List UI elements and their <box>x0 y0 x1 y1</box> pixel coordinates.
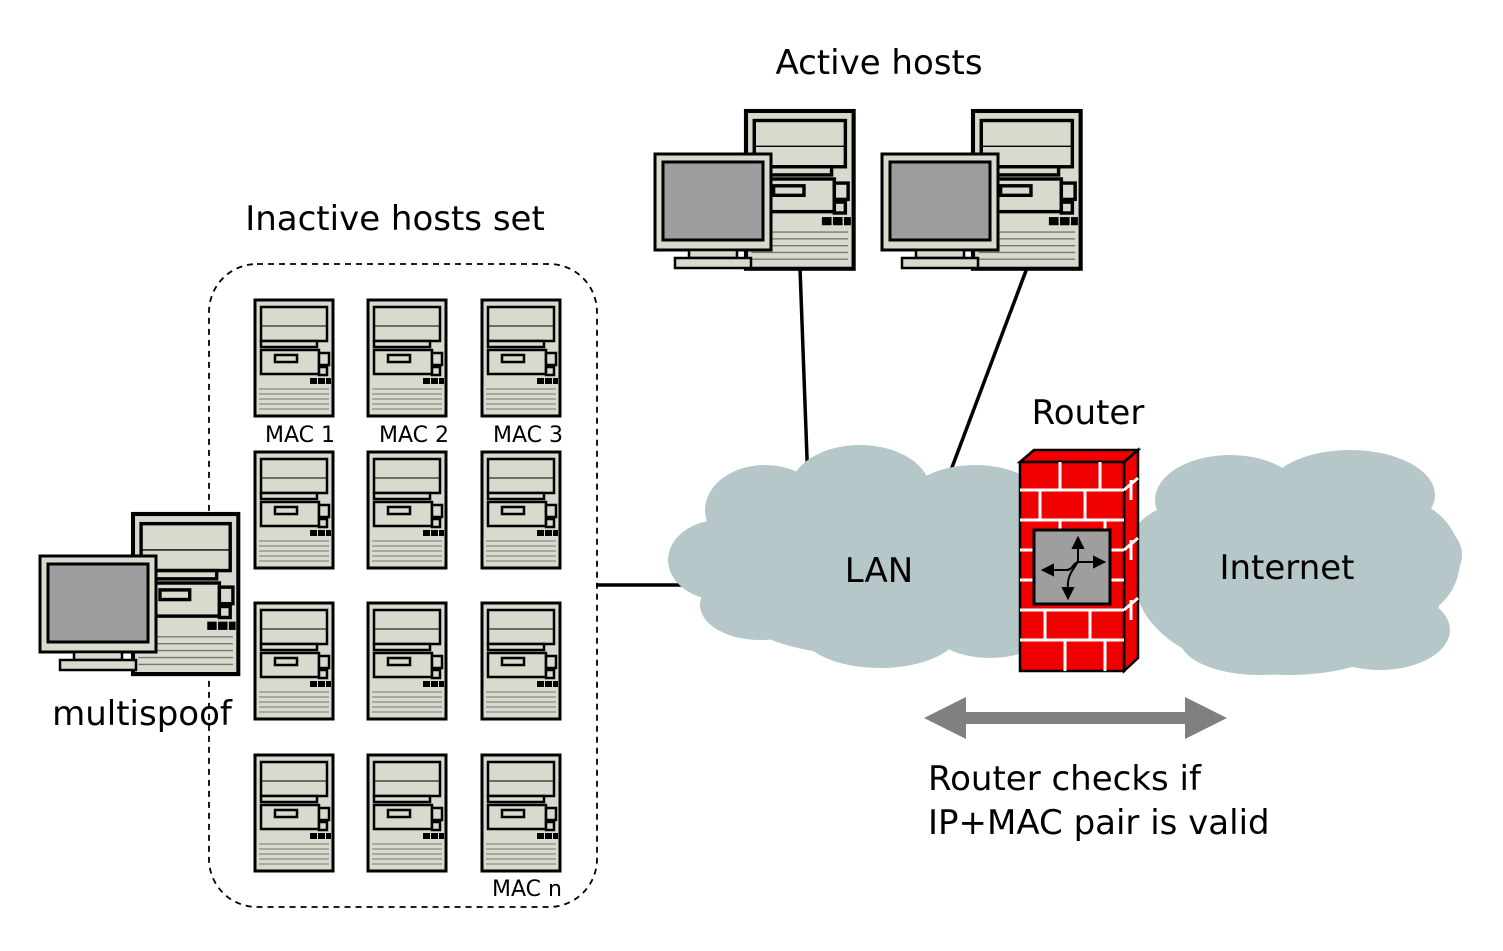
inactive-host-macn <box>480 753 562 873</box>
active-host-2-computer-icon <box>880 111 1081 269</box>
inactive-host <box>253 450 335 570</box>
active-host-1-computer-icon <box>653 111 854 269</box>
link-active-host-1 <box>798 267 810 486</box>
mac1-label: MAC 1 <box>265 423 335 448</box>
inactive-host-mac2 <box>366 298 448 418</box>
inactive-host <box>366 601 448 721</box>
multispoof-computer-icon <box>38 514 238 674</box>
router-note-line2: IP+MAC pair is valid <box>928 803 1270 843</box>
router-label: Router <box>1032 393 1145 433</box>
internet-label: Internet <box>1219 548 1354 588</box>
inactive-hosts-label: Inactive hosts set <box>245 199 545 239</box>
inactive-host <box>253 753 335 873</box>
macn-label: MAC n <box>492 877 562 902</box>
active-hosts-label: Active hosts <box>775 43 982 83</box>
inactive-host <box>253 601 335 721</box>
router-arrows-icon <box>1040 535 1107 601</box>
router-firewall <box>1016 447 1142 674</box>
inactive-host-mac1 <box>253 298 335 418</box>
lan-label: LAN <box>845 551 913 591</box>
router-check-double-arrow <box>924 697 1227 739</box>
router-note-line1: Router checks if <box>928 759 1202 799</box>
link-active-host-2 <box>946 267 1029 479</box>
inactive-host <box>366 753 448 873</box>
lan-cloud <box>668 445 1080 668</box>
mac3-label: MAC 3 <box>493 423 563 448</box>
internet-cloud <box>1125 450 1462 675</box>
inactive-host <box>366 450 448 570</box>
mac2-label: MAC 2 <box>379 423 449 448</box>
inactive-host <box>480 450 562 570</box>
inactive-host <box>480 601 562 721</box>
multispoof-label: multispoof <box>52 694 233 734</box>
inactive-host-mac3 <box>480 298 562 418</box>
